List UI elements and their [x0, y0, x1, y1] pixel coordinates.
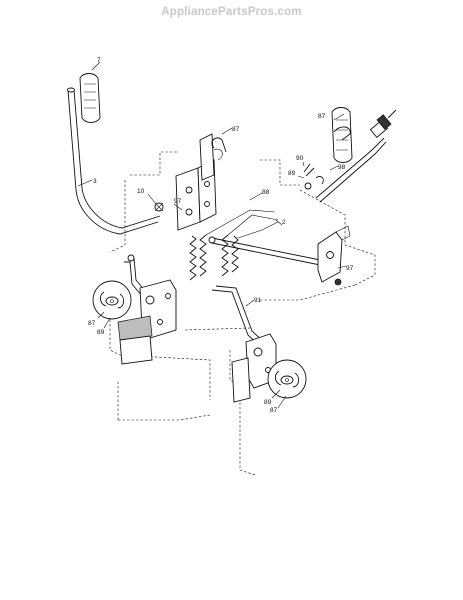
site-watermark: AppliancePartsPros.com: [161, 6, 302, 18]
callout-87-left: 87: [88, 320, 96, 327]
callout-labels: 7 3 10 97 87 88 2 87 90 89 98 97 91 87 8…: [88, 57, 354, 414]
grip-part-7: [79, 73, 101, 123]
clip-pins: [211, 126, 351, 190]
callout-3: 3: [93, 178, 97, 185]
right-bracket: [317, 225, 351, 286]
left-hanger-bracket: [117, 279, 177, 365]
springs-part-88: [189, 209, 279, 281]
detail-circle-left: [92, 280, 132, 320]
callout-89-left: 89: [97, 329, 105, 336]
right-hanger-bracket: [231, 333, 277, 403]
center-bracket-assembly: [175, 133, 223, 231]
deck-frame-outline: [109, 151, 376, 476]
grip-right: [331, 107, 353, 163]
detail-circle-right: [267, 359, 307, 399]
callout-89-right: 89: [288, 170, 296, 177]
callout-97-top: 97: [174, 198, 182, 205]
left-lift-link: [124, 254, 147, 297]
callout-7: 7: [97, 57, 101, 64]
callout-89-bottom: 89: [264, 399, 272, 406]
callout-97-right: 97: [346, 265, 354, 272]
spring-nut-part-10: [154, 202, 164, 212]
rod-part-98: [315, 109, 397, 203]
callout-2: 2: [282, 219, 286, 226]
cross-shaft-part-2: [208, 236, 331, 268]
callout-10: 10: [137, 188, 145, 195]
lift-lever-rod-part-3: [67, 87, 161, 235]
callout-88: 88: [262, 189, 270, 196]
leader-lines: [77, 61, 347, 409]
callout-87-right: 87: [318, 113, 326, 120]
callout-91: 91: [254, 297, 262, 304]
callout-90: 90: [296, 155, 304, 162]
callout-98: 98: [338, 164, 346, 171]
callout-87-top: 87: [232, 126, 240, 133]
callout-87-bottom: 87: [270, 407, 278, 414]
